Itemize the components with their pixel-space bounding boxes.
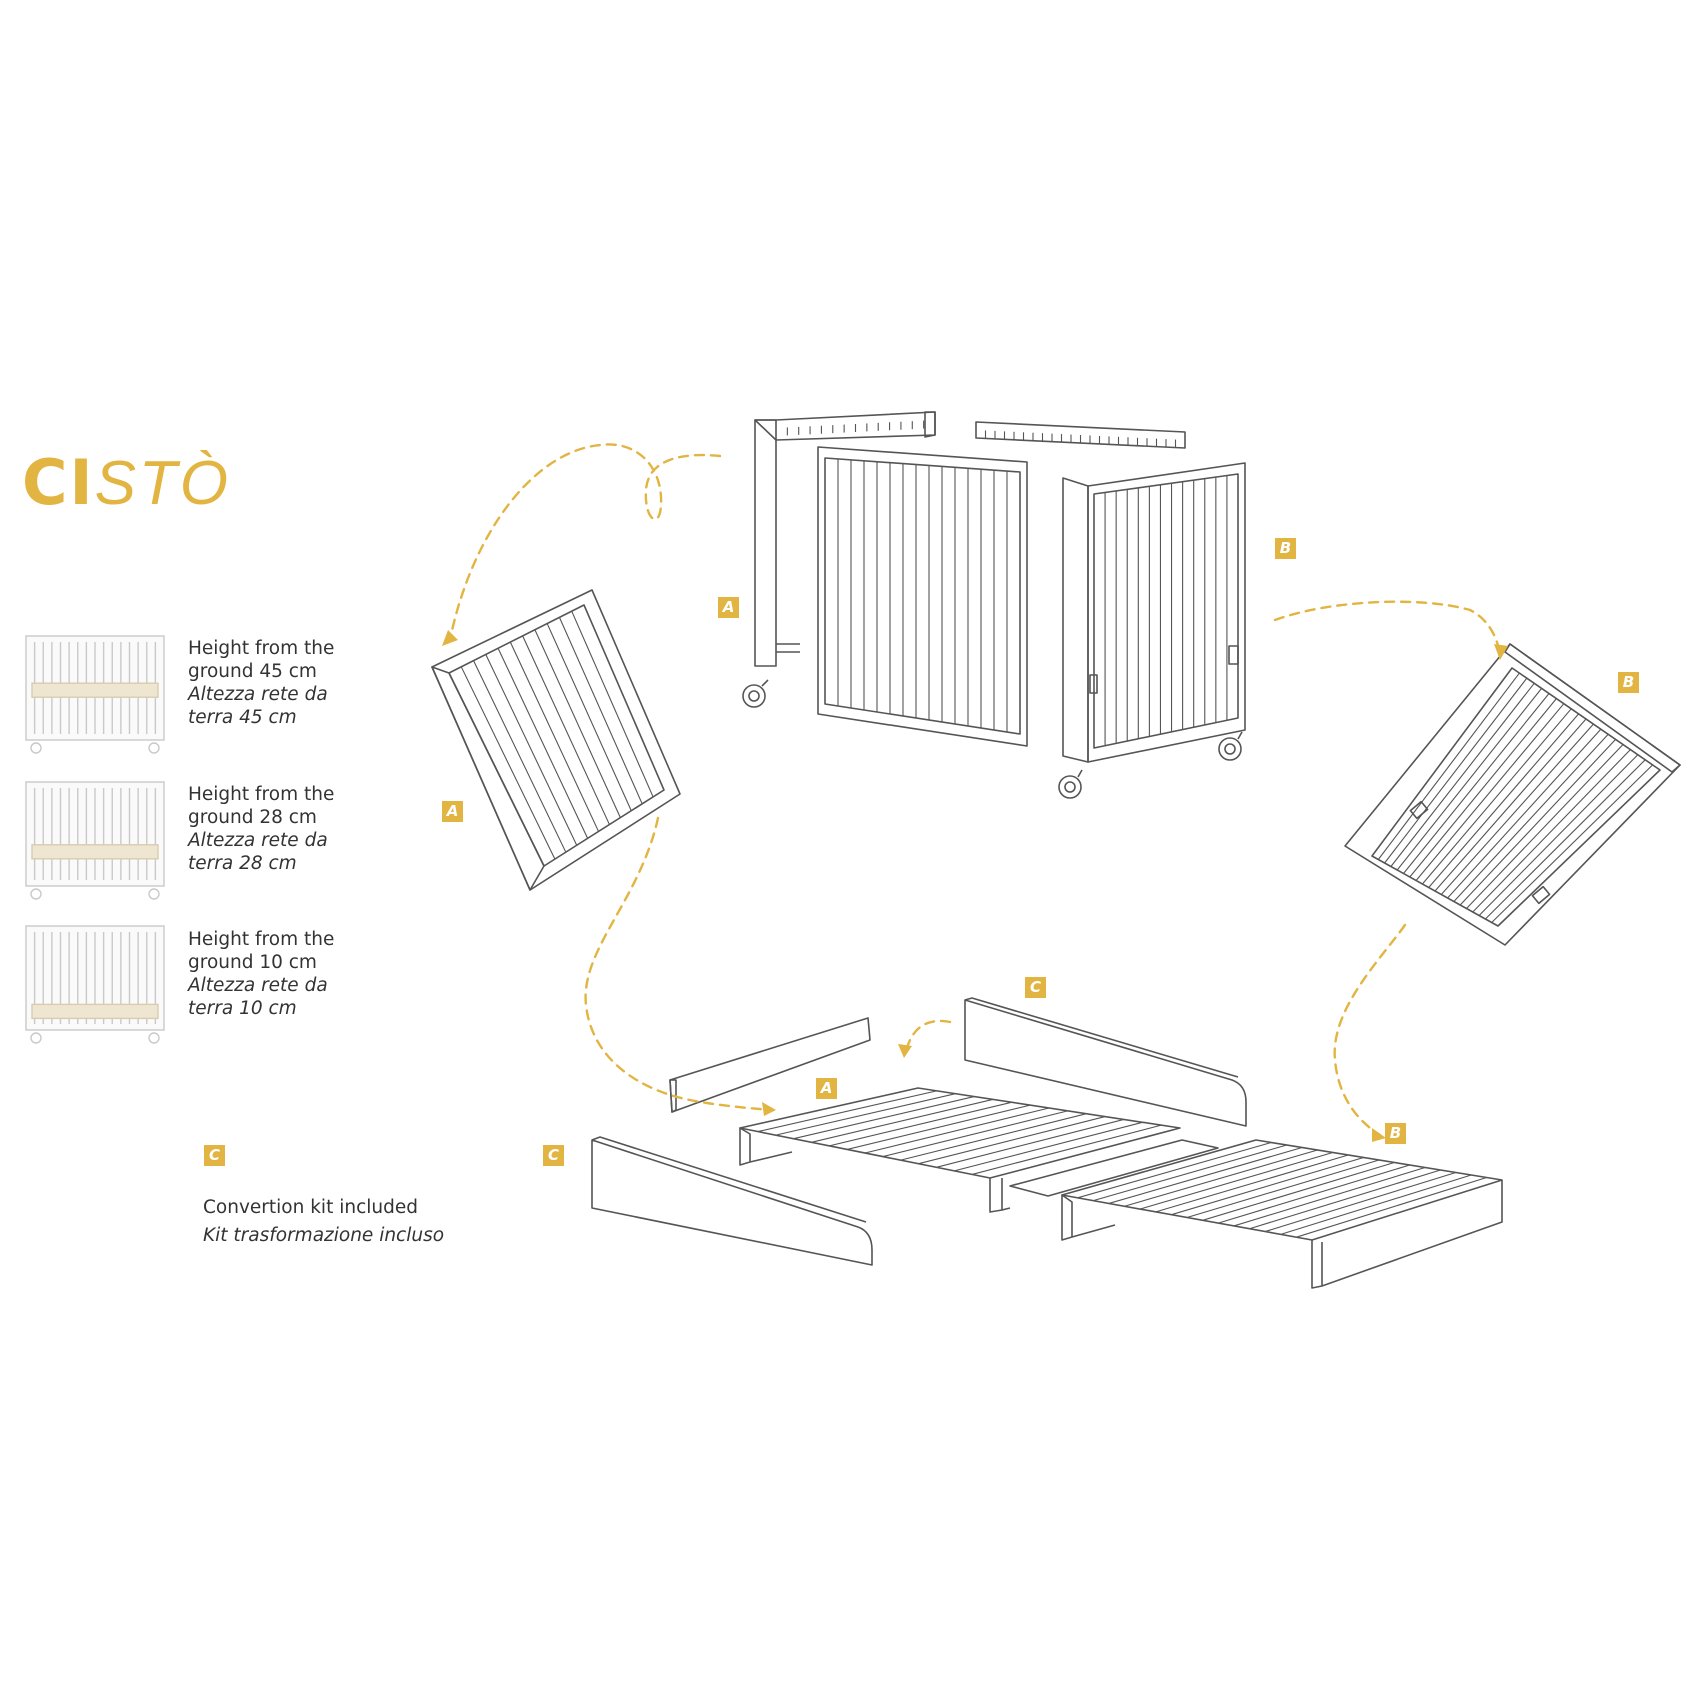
- height-option-28: Height from the ground 28 cm Altezza ret…: [188, 783, 388, 875]
- crib-thumbnail-28: [25, 781, 165, 900]
- crib-thumbnail-10: [25, 925, 165, 1044]
- crib-side-panel-b: [1062, 462, 1246, 763]
- bed-base-section-b: [1061, 1139, 1503, 1289]
- rotated-panel-a: [431, 589, 681, 891]
- arrow-rotated-b-to-bed: [1333, 923, 1407, 1137]
- label-badge-b: B: [1385, 1123, 1406, 1144]
- label-badge-c: C: [543, 1145, 564, 1166]
- height-option-45: Height from the ground 45 cm Altezza ret…: [188, 637, 388, 729]
- label-badge-a: A: [816, 1078, 837, 1099]
- crib-side-panel-a: [754, 411, 936, 667]
- caster-wheels: [742, 679, 1243, 799]
- label-badge-b: B: [1618, 672, 1639, 693]
- label-badge-a: A: [442, 801, 463, 822]
- brand-logo-part1: CI: [22, 446, 95, 519]
- height-label-en: Height from the ground 28 cm: [188, 784, 335, 828]
- conversion-kit-note: Convertion kit included Kit trasformazio…: [203, 1194, 463, 1250]
- height-label-it: Altezza rete da terra 10 cm: [188, 975, 328, 1019]
- height-label-it: Altezza rete da terra 28 cm: [188, 830, 328, 874]
- crib-back-rail: [975, 421, 1186, 449]
- height-label-en: Height from the ground 45 cm: [188, 638, 335, 682]
- bed-side-rail-bar: [669, 1017, 871, 1113]
- kit-label-it: Kit trasformazione incluso: [203, 1225, 445, 1246]
- kit-badge-c: C: [204, 1145, 225, 1166]
- label-badge-c: C: [1025, 977, 1046, 998]
- crib-thumbnail-45: [25, 635, 165, 754]
- crib-front-panel: [817, 446, 1028, 747]
- arrow-rotated-a-to-bed: [584, 816, 772, 1112]
- bed-connector-plate: [1009, 1139, 1219, 1197]
- bed-guard-panel-c-left: [591, 1136, 873, 1266]
- brand-logo: CISTÒ: [22, 452, 231, 515]
- label-badge-b: B: [1275, 538, 1296, 559]
- height-label-en: Height from the ground 10 cm: [188, 929, 335, 973]
- bed-guard-panel-c-back: [964, 997, 1247, 1127]
- flow-arrows: [448, 443, 1502, 1137]
- bed-base-section-a: [739, 1087, 1181, 1213]
- brand-logo-part2: STÒ: [94, 449, 232, 518]
- arrow-a-to-rotated: [448, 443, 722, 642]
- arrow-heads: [442, 630, 1508, 1142]
- kit-label-en: Convertion kit included: [203, 1197, 418, 1218]
- height-option-10: Height from the ground 10 cm Altezza ret…: [188, 928, 388, 1020]
- label-badge-a: A: [718, 597, 739, 618]
- arrow-panel-c-to-bed: [904, 1019, 952, 1054]
- rotated-panel-b: [1344, 643, 1681, 946]
- height-label-it: Altezza rete da terra 45 cm: [188, 684, 328, 728]
- arrow-b-to-rotated: [1273, 600, 1502, 657]
